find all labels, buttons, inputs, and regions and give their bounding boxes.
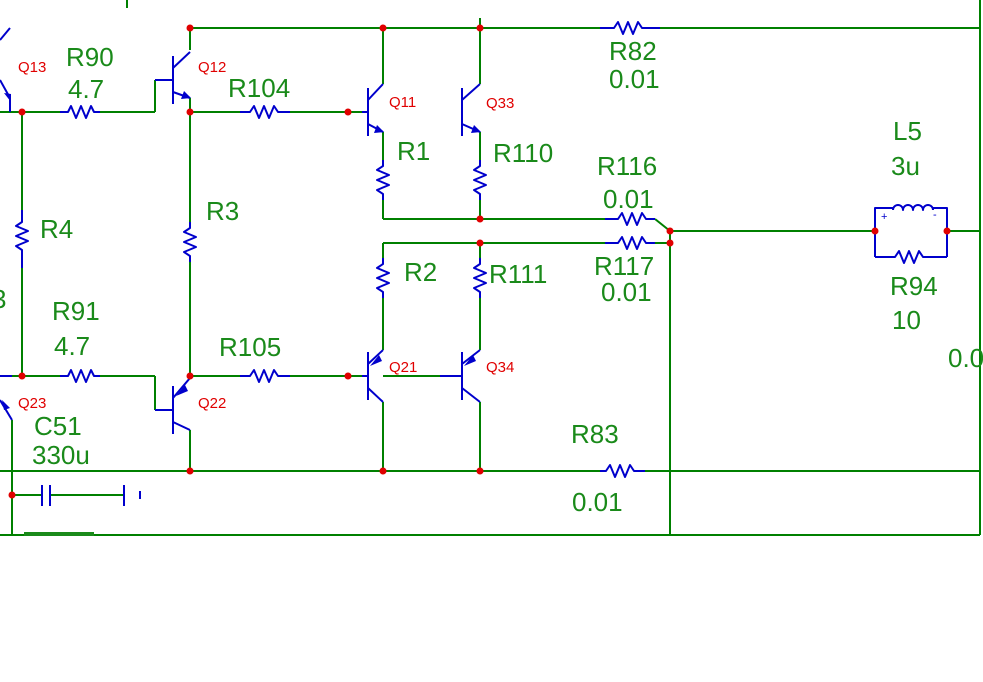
resistor-r82-symbol	[600, 21, 660, 35]
transistor-q33-symbol	[461, 83, 481, 136]
transistor-q34-symbol	[440, 349, 481, 403]
q23-label: Q23	[18, 395, 46, 412]
transistor-symbols	[0, 27, 481, 434]
r104-name-label: R104	[228, 73, 290, 103]
resistor-r83-symbol	[600, 464, 645, 478]
junction-node	[344, 372, 352, 380]
clipped-bottom-label-remnant	[24, 532, 94, 536]
r91-name-label: R91	[52, 296, 100, 326]
resistor-r111-symbol	[473, 258, 487, 298]
r4-name-label: R4	[40, 214, 73, 244]
junction-node	[476, 24, 484, 32]
capacitor-c51-symbol	[41, 485, 141, 506]
transistor-q12-symbol	[155, 51, 191, 104]
r117-name-label: R117	[594, 251, 654, 281]
r82-name-label: R82	[609, 36, 657, 66]
r94-name-label: R94	[890, 271, 938, 301]
q21-label: Q21	[389, 359, 417, 376]
q13-label: Q13	[18, 59, 46, 76]
junction-node	[476, 239, 484, 247]
junction-node	[871, 227, 879, 235]
r90-value-label: 4.7	[68, 74, 104, 104]
r83-name-label: R83	[571, 419, 619, 449]
r91-value-label: 4.7	[54, 331, 90, 361]
l5-name-label: L5	[893, 116, 922, 146]
transistor-q11-symbol	[362, 83, 384, 136]
resistor-r105-symbol	[240, 369, 290, 383]
junction-node	[186, 467, 194, 475]
junction-node	[186, 24, 194, 32]
resistor-r4-symbol	[15, 210, 29, 268]
q33-label: Q33	[486, 95, 514, 112]
transistor-q22-symbol	[155, 377, 191, 434]
junction-node	[476, 467, 484, 475]
r111-name-label: R111	[489, 259, 547, 289]
transistor-q13-symbol	[0, 27, 11, 112]
r110-name-label: R110	[493, 138, 553, 168]
junction-node	[476, 215, 484, 223]
transistor-q23-symbol	[0, 375, 13, 421]
r94-value-label: 10	[892, 305, 921, 335]
junction-node	[8, 491, 16, 499]
junction-node	[666, 239, 674, 247]
resistor-r91-symbol	[60, 369, 100, 383]
resistor-r90-symbol	[60, 105, 100, 119]
junction-node	[186, 372, 194, 380]
q11-label: Q11	[389, 94, 416, 111]
resistor-r104-symbol	[240, 105, 290, 119]
r117-value-label: 0.01	[601, 277, 652, 307]
junction-node	[18, 108, 26, 116]
junction-node	[18, 372, 26, 380]
q34-label: Q34	[486, 359, 514, 376]
r3-name-label: R3	[206, 196, 239, 226]
junction-node	[186, 108, 194, 116]
resistor-symbols	[15, 21, 947, 478]
c51-name-label: C51	[34, 411, 82, 441]
r116-name-label: R116	[597, 151, 657, 181]
c51-value-label: 330u	[32, 440, 90, 470]
junction-nodes	[8, 24, 951, 499]
junction-node	[379, 24, 387, 32]
q22-label: Q22	[198, 395, 226, 412]
resistor-r2-symbol	[376, 258, 390, 298]
resistor-r110-symbol	[473, 160, 487, 200]
r82-value-label: 0.01	[609, 64, 660, 94]
l5-value-label: 3u	[891, 151, 920, 181]
junction-node	[666, 227, 674, 235]
clipped-right-label: 0.0	[948, 343, 983, 373]
resistor-r117-symbol	[605, 236, 655, 250]
r1-name-label: R1	[397, 136, 430, 166]
junction-node	[379, 467, 387, 475]
r83-value-label: 0.01	[572, 487, 623, 517]
r2-name-label: R2	[404, 257, 437, 287]
q12-label: Q12	[198, 59, 226, 76]
r90-name-label: R90	[66, 42, 114, 72]
resistor-r1-symbol	[376, 160, 390, 200]
r105-name-label: R105	[219, 332, 281, 362]
inductor-minus-mark: -	[933, 209, 937, 221]
resistor-r116-symbol	[605, 212, 655, 226]
junction-node	[344, 108, 352, 116]
resistor-r94-symbol	[875, 250, 947, 264]
junction-node	[943, 227, 951, 235]
inductor-l5-symbol: + -	[874, 204, 948, 257]
r116-value-label: 0.01	[603, 184, 654, 214]
component-labels: R90 4.7 R104 R82 0.01 R1 R110 R116 0.01 …	[0, 36, 983, 517]
resistor-r3-symbol	[183, 222, 197, 262]
clipped-left-label: 3	[0, 284, 6, 314]
transistor-q21-symbol	[362, 349, 384, 403]
inductor-plus-mark: +	[881, 211, 887, 223]
